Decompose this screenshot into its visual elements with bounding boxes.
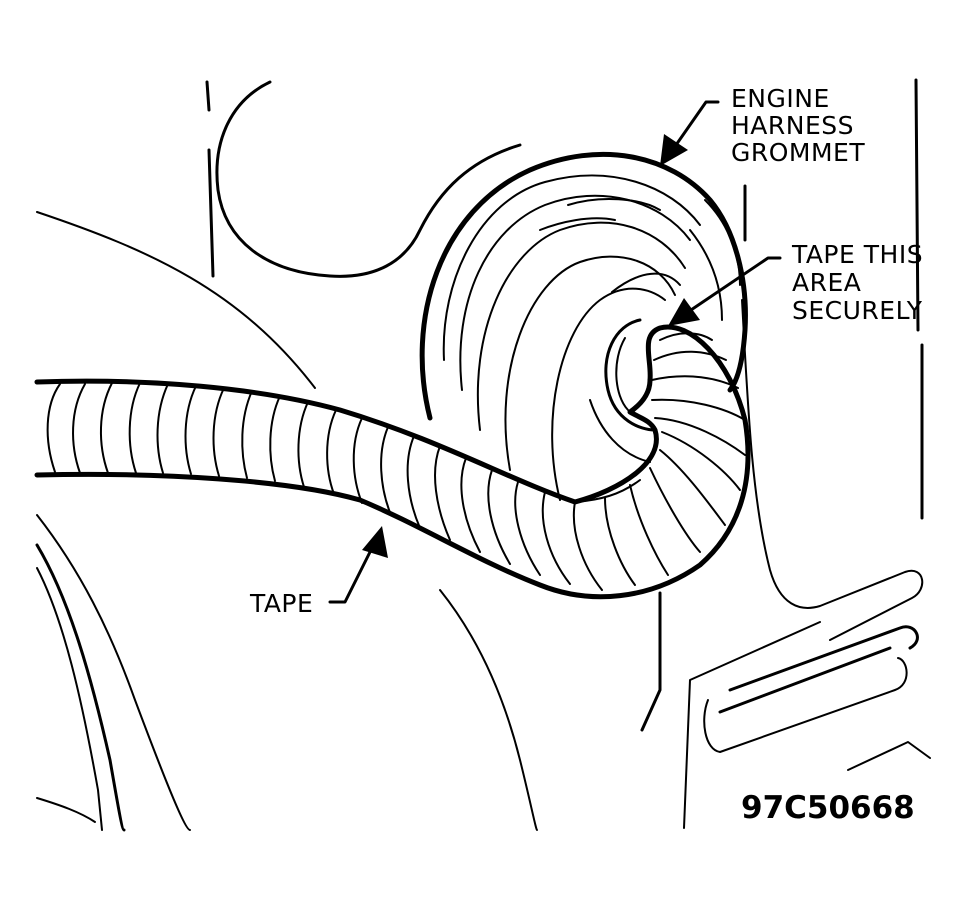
tape-wrap [352, 417, 363, 504]
grommet-ring-5 [551, 287, 666, 501]
tape-wrap [434, 445, 451, 541]
harness-outline [34, 324, 751, 600]
tape-wrap [326, 409, 337, 495]
tape-area-leader-line [686, 256, 782, 314]
slot-upper-edge [728, 625, 919, 692]
tape-leader-line [328, 546, 374, 604]
tape-label: TAPE [249, 589, 313, 618]
tape-wrap [654, 417, 746, 456]
grommet-ring-7 [689, 229, 723, 321]
tape-wrap [653, 350, 727, 361]
grommet-ring-4 [504, 255, 676, 471]
tape-wrap [651, 375, 739, 389]
tape-wrap [460, 457, 481, 553]
tape-wrap [629, 484, 669, 576]
corner-bracket [847, 741, 931, 771]
grommet-center-inner [615, 337, 629, 411]
tape-wrap [604, 497, 636, 586]
panel-edge-left [207, 148, 215, 278]
wheel-arch-outer [35, 543, 126, 832]
slot-lower-edge [703, 657, 908, 753]
grommet-label-line-2: HARNESS [731, 111, 854, 140]
grommet-inner-lip [589, 399, 651, 463]
tape-wrap [269, 395, 281, 482]
tape-wrap [72, 383, 86, 474]
upper-panel-curve [215, 80, 522, 278]
panel-seam-center [640, 591, 662, 732]
tape-wrap [514, 481, 541, 576]
tape-area-label-line-3: SECURELY [792, 296, 923, 325]
body-panel-lines [35, 78, 931, 832]
tape-wrap [651, 398, 746, 421]
wheel-arch-rim [36, 567, 103, 831]
grommet-label-line-3: GROMMET [731, 138, 865, 167]
panel-edge-right-upper [914, 78, 920, 332]
callouts [328, 100, 782, 604]
tape-area-label-line-2: AREA [792, 268, 861, 297]
tape-wrap [659, 449, 726, 526]
grommet-ridge-3 [611, 272, 681, 293]
grommet-label-line-1: ENGINE [731, 84, 830, 113]
grommet-ring-1 [442, 174, 701, 361]
right-bracket-outline [741, 299, 924, 641]
tape-wrap [541, 491, 571, 585]
harness-inner-edge [574, 479, 641, 503]
taped-harness [34, 324, 751, 600]
tire-edge-lower [36, 797, 96, 823]
tape-wrap [241, 390, 253, 479]
tape-area-label: TAPE THIS AREA SECURELY [791, 240, 923, 325]
tape-wrap [184, 385, 197, 475]
tape-wrap [212, 387, 225, 477]
panel-edge-top-left [205, 80, 211, 112]
tape-wrap [297, 401, 309, 488]
lower-panel-curve [439, 589, 538, 831]
tape-arrow-icon [362, 526, 388, 558]
grommet-ring-2 [459, 194, 691, 391]
tape-wrap [100, 382, 113, 474]
tape-wrap [649, 467, 701, 553]
tape-area-arrow-icon [668, 298, 700, 326]
tape-wrap [661, 431, 741, 491]
grommet-label: ENGINE HARNESS GROMMET [731, 84, 865, 167]
tape-wrap [156, 383, 169, 474]
engine-harness-grommet [419, 151, 748, 501]
figure-id: 97C50668 [741, 790, 915, 826]
grommet-ridge-2 [539, 217, 616, 231]
tape-wrap [572, 501, 603, 591]
wheel-arch-inner [36, 514, 191, 831]
left-panel-curve [36, 211, 316, 389]
grommet-outer-rim [419, 151, 748, 421]
grommet-ridge-1 [567, 197, 661, 211]
grommet-arrow-icon [660, 134, 688, 166]
lower-right-panel [683, 621, 821, 829]
tape-wrap [406, 435, 421, 529]
tape-wrap [659, 332, 713, 341]
tape-area-label-line-1: TAPE THIS [791, 240, 923, 269]
slot-inner-line [718, 646, 892, 714]
tape-wrap [487, 469, 511, 565]
tape-wraps [46, 332, 746, 591]
tape-wrap [380, 426, 392, 516]
tape-wrap [128, 382, 141, 474]
grommet-ring-6 [704, 199, 741, 286]
grommet-ring-3 [476, 221, 686, 431]
tape-wrap [46, 383, 61, 473]
grommet-leader-line [674, 100, 720, 147]
grommet-center-hole [604, 318, 657, 432]
